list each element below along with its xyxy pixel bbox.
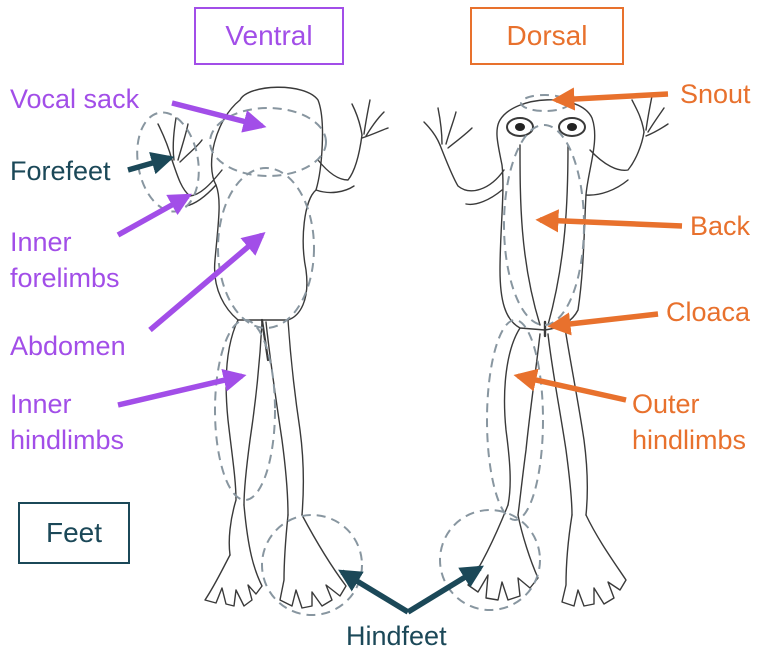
arrow [338, 569, 410, 615]
feet-legend-box: Feet [18, 502, 130, 564]
dorsal-dashed-regions [439, 94, 585, 611]
label-abdomen: Abdomen [10, 331, 126, 361]
dorsal-right-leg [564, 327, 589, 516]
label-vocal-sack: Vocal sack [10, 84, 140, 114]
arrow [116, 193, 193, 238]
arrow [148, 232, 266, 333]
ventral-header: Ventral [194, 7, 344, 65]
arrow [171, 100, 267, 133]
dorsal-arrows [513, 87, 683, 403]
ventral-left-leg [225, 319, 239, 556]
label-cloaca: Cloaca [666, 297, 751, 327]
label-back: Back [690, 211, 751, 241]
ventral-left-arm [171, 159, 223, 197]
label-inner-forelimbs-line1: Inner [10, 227, 72, 257]
dorsal-right-hindfoot [561, 514, 627, 607]
neutral-arrows [127, 151, 484, 615]
arrow [406, 565, 484, 615]
label-outer-hindlimbs-line2: hindlimbs [632, 425, 747, 455]
arrow [551, 87, 669, 111]
arrow [513, 368, 627, 403]
vocal-sack-region [209, 107, 327, 177]
back-region [503, 124, 585, 326]
ventral-right-leg [287, 319, 305, 516]
dorsal-right-arm [589, 131, 645, 172]
label-hindfeet: Hindfeet [346, 621, 447, 651]
ventral-hindfoot-region [261, 514, 363, 616]
ventral-right-hindfoot [279, 514, 347, 609]
label-inner-forelimbs-line2: forelimbs [10, 263, 120, 293]
label-inner-hindlimbs-line2: hindlimbs [10, 425, 125, 455]
dorsal-left-leg [503, 327, 521, 506]
ventral-right-arm [317, 134, 363, 181]
frog-ventral-drawing [157, 86, 389, 609]
left-forefoot-region [136, 111, 200, 213]
arrow [535, 209, 683, 233]
arrow [547, 311, 659, 336]
dorsal-hindfoot-region [439, 509, 541, 611]
dorsal-header: Dorsal [470, 7, 624, 65]
arrow [117, 368, 247, 408]
label-forefeet: Forefeet [10, 156, 111, 186]
abdomen-region [217, 167, 315, 329]
outer-hindlimb-region [486, 319, 544, 521]
ventral-dashed-regions [136, 107, 363, 616]
dorsal-left-hindfoot [467, 504, 539, 601]
ventral-arrows [116, 100, 267, 408]
label-outer-hindlimbs-line1: Outer [632, 389, 700, 419]
label-snout: Snout [680, 79, 751, 109]
arrow [127, 151, 175, 175]
inner-hindlimb-region [214, 319, 276, 501]
frog-dorsal-drawing [423, 95, 669, 607]
label-inner-hindlimbs-line1: Inner [10, 389, 72, 419]
dorsal-left-arm [439, 144, 505, 192]
ventral-left-hindfoot [204, 504, 263, 607]
